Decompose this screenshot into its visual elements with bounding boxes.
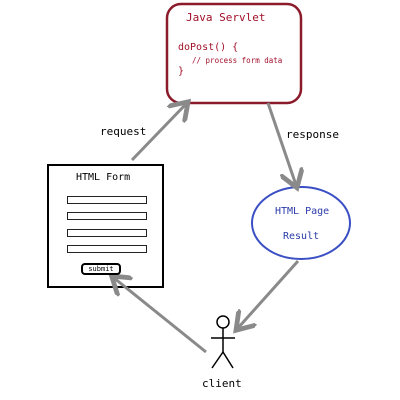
form-title: HTML Form [76,172,131,183]
client-to-form-arrow [114,278,207,354]
servlet-code-line-3: } [178,66,185,77]
client-label: client [202,377,242,390]
response-label: response [286,128,339,141]
form-field-3[interactable] [67,229,147,237]
servlet-code-line-2: // process form data [192,56,283,65]
result-ellipse [251,186,351,260]
result-line-1: HTML Page [275,206,330,217]
result-line-2: Result [283,231,320,242]
form-field-1[interactable] [67,196,147,204]
servlet-code-line-1: doPost() { [178,42,239,53]
result-to-client-arrow [238,259,300,328]
form-field-2[interactable] [67,212,147,220]
submit-button-label: submit [88,265,114,273]
servlet-box [165,2,303,105]
request-label: request [100,125,147,138]
client-stick-figure-icon [211,315,235,369]
request-arrow [130,104,186,162]
form-field-4[interactable] [67,245,147,253]
response-arrow [266,102,296,185]
servlet-title: Java Servlet [186,11,266,24]
submit-button[interactable]: submit [81,263,121,275]
